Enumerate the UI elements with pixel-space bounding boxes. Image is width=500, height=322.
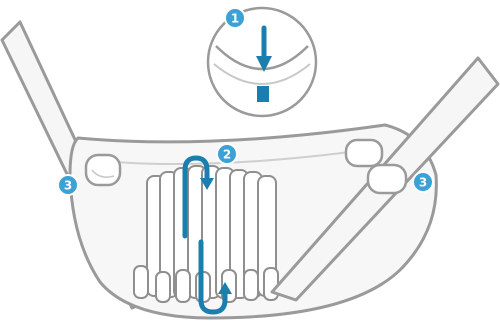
step-badge-3-right-label: 3 (419, 176, 427, 190)
step-badge-2: 2 (217, 144, 237, 164)
step-badge-1: 1 (225, 8, 245, 28)
step-badge-2-label: 2 (223, 148, 231, 162)
step-badge-1-label: 1 (231, 12, 239, 26)
step-badge-3-right: 3 (413, 172, 433, 192)
step-badge-3-left: 3 (58, 175, 78, 195)
step-badge-3-left-label: 3 (64, 179, 72, 193)
left-strap-clip (86, 155, 120, 185)
